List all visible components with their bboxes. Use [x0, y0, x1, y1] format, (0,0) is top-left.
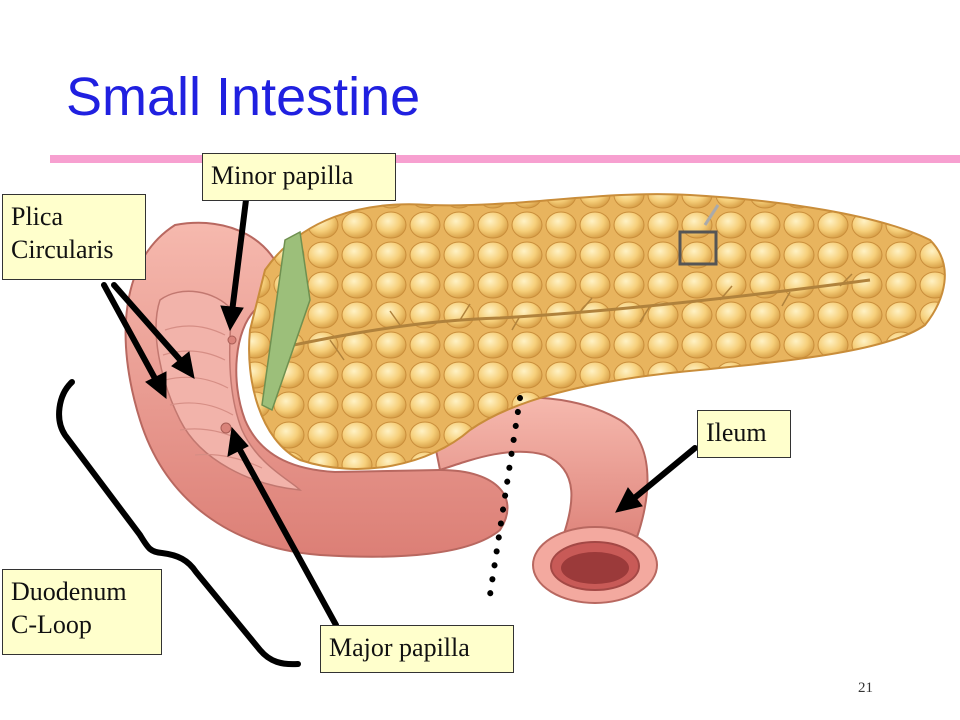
slide-title: Small Intestine	[66, 67, 421, 127]
page-number: 21	[858, 680, 873, 696]
major-papilla-label: Major papilla	[320, 625, 514, 673]
dotted-divider	[487, 395, 523, 598]
minor-papilla-label: Minor papilla	[202, 153, 396, 201]
ileum-label: Ileum	[697, 410, 791, 458]
ileum-tube-icon	[428, 396, 658, 604]
plica-line2: Circularis	[11, 234, 114, 264]
plica-circularis-label: Plica Circularis	[2, 194, 146, 280]
duodenum-line2: C-Loop	[11, 609, 92, 639]
title-divider	[50, 155, 960, 163]
plica-line1: Plica	[11, 202, 63, 231]
duodenum-line1: Duodenum	[11, 577, 127, 606]
ileum-text: Ileum	[706, 418, 767, 447]
duodenum-label: Duodenum C-Loop	[2, 569, 162, 655]
duodenum-bracket	[56, 379, 301, 668]
pancreas-icon	[248, 193, 946, 470]
bile-duct-icon	[261, 230, 311, 412]
major-papilla-text: Major papilla	[329, 633, 470, 662]
minor-papilla-text: Minor papilla	[211, 161, 354, 190]
pointer-arrows	[101, 197, 698, 628]
